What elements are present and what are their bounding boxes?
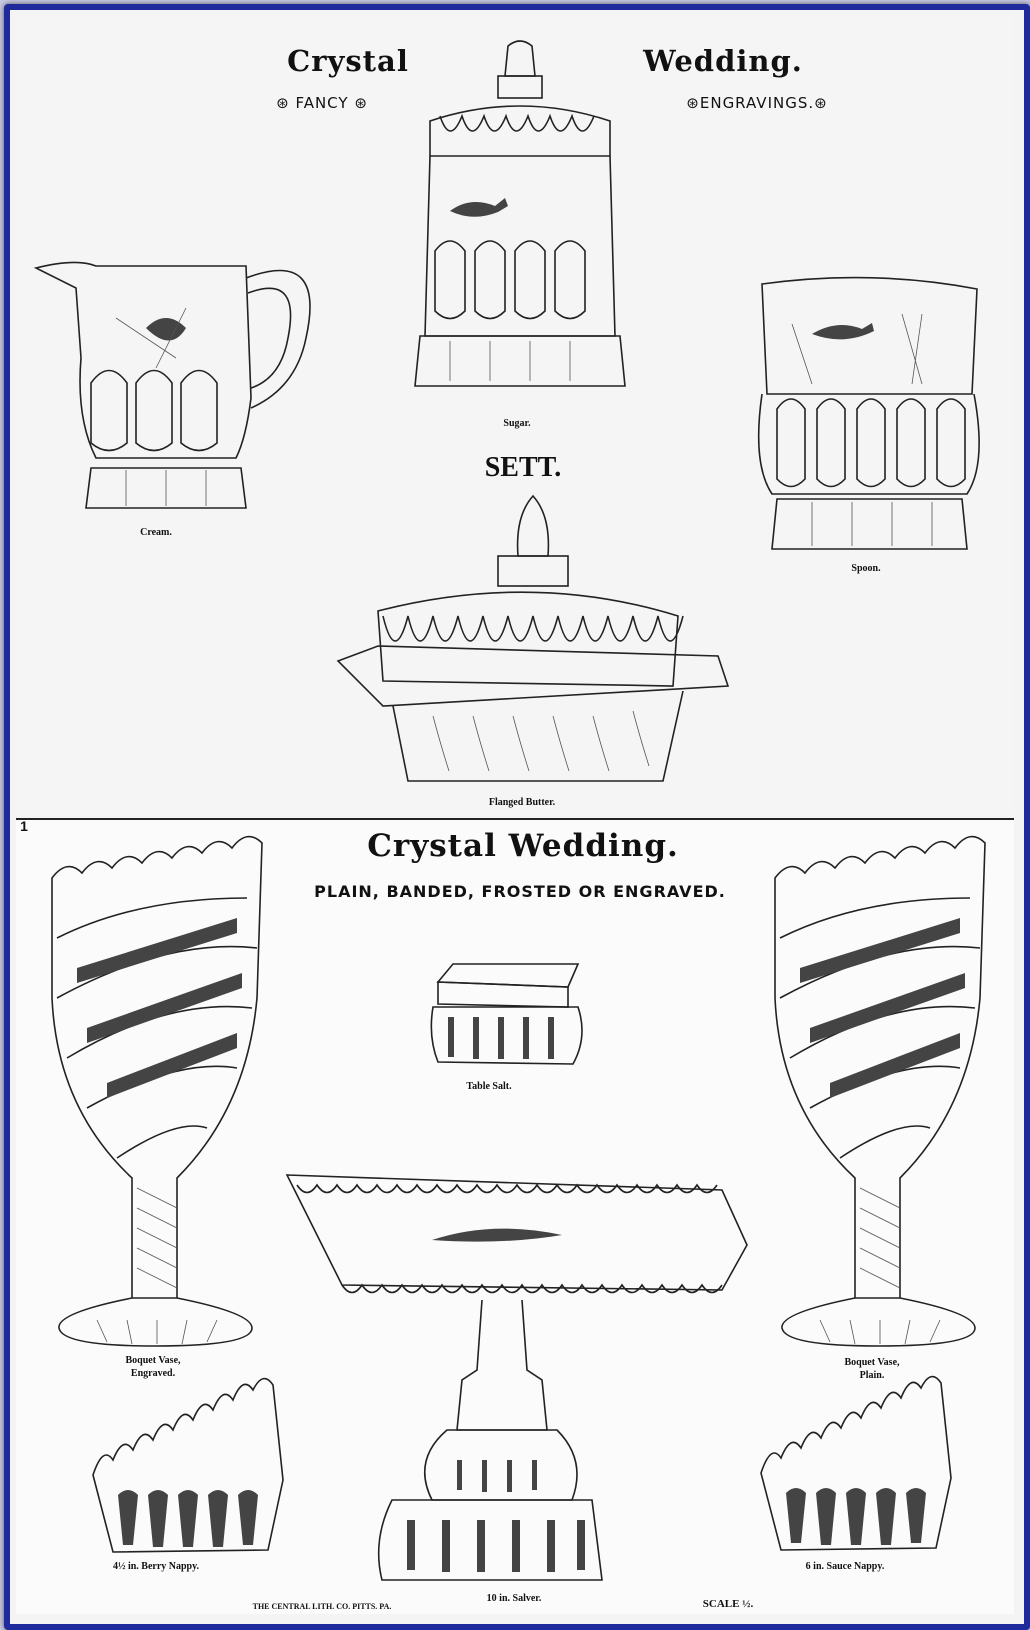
berry-nappy-illustration (92, 1377, 284, 1553)
caption-cream: Cream. (140, 527, 172, 538)
caption-table-salt: Table Salt. (466, 1081, 512, 1092)
caption-line: Plain. (859, 1370, 885, 1381)
table-salt-illustration (430, 963, 583, 1065)
subtitle-engravings: ⊛ENGRAVINGS.⊛ (686, 94, 828, 112)
caption-salver: 10 in. Salver. (486, 1593, 542, 1604)
caption-sugar: Sugar. (503, 418, 531, 429)
caption-sauce-nappy: 6 in. Sauce Nappy. (805, 1561, 885, 1572)
caption-boquet-vase-plain: Boquet Vase, Plain. (844, 1356, 899, 1382)
caption-line: Engraved. (130, 1368, 176, 1379)
caption-flanged-butter: Flanged Butter. (488, 797, 556, 808)
title-crystal: Crystal (287, 44, 409, 78)
boquet-vase-engraved-illustration (51, 835, 263, 1347)
sugar-bowl-illustration (414, 40, 626, 387)
sett-heading: SETT. (484, 452, 562, 483)
spoon-holder-illustration (757, 276, 980, 550)
bottom-subtitle: PLAIN, BANDED, FROSTED OR ENGRAVED. (314, 882, 726, 901)
page-number: 1 (20, 818, 28, 834)
top-catalog-plate (16, 16, 1014, 815)
cream-pitcher-illustration (33, 261, 311, 509)
scale-note: SCALE ½. (702, 1598, 754, 1610)
flanged-butter-illustration (336, 494, 730, 782)
salver-illustration (285, 1174, 748, 1581)
title-wedding: Wedding. (643, 44, 803, 78)
caption-boquet-vase-engraved: Boquet Vase, Engraved. (125, 1354, 180, 1380)
boquet-vase-plain-illustration (774, 835, 986, 1347)
subtitle-fancy: ⊛ FANCY ⊛ (276, 94, 368, 112)
printer-credit: THE CENTRAL LITH. CO. PITTS. PA. (252, 1602, 392, 1611)
caption-line: Boquet Vase, (125, 1355, 181, 1366)
caption-spoon: Spoon. (851, 563, 881, 574)
caption-berry-nappy: 4½ in. Berry Nappy. (112, 1561, 200, 1572)
caption-line: Boquet Vase, (844, 1357, 900, 1368)
sauce-nappy-illustration (760, 1375, 952, 1551)
bottom-title: Crystal Wedding. (367, 828, 679, 864)
